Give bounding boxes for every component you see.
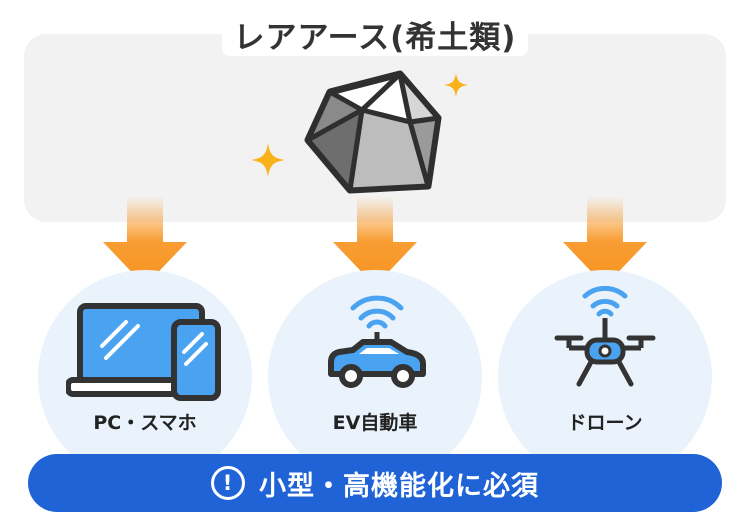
label-pc-smartphone: PC・スマホ bbox=[93, 412, 197, 434]
label-drone: ドローン bbox=[567, 412, 643, 434]
down-arrow-icon-2 bbox=[333, 196, 417, 286]
laptop-smartphone-icon bbox=[66, 303, 221, 401]
sparkle-icon-large bbox=[251, 143, 285, 177]
rare-earth-ore-icon bbox=[304, 70, 442, 194]
ev-car-wifi-icon bbox=[328, 295, 426, 388]
drone-wifi-icon bbox=[554, 286, 656, 387]
down-arrow-icon-1 bbox=[103, 196, 187, 286]
requirement-banner: ! 小型・高機能化に必須 bbox=[28, 454, 722, 512]
down-arrow-icon-3 bbox=[563, 196, 647, 286]
sparkle-icon-small bbox=[444, 73, 468, 97]
label-ev: EV自動車 bbox=[332, 412, 418, 434]
banner-text: 小型・高機能化に必須 bbox=[259, 470, 539, 502]
exclamation-circle-icon: ! bbox=[211, 466, 245, 500]
device-circle-drone bbox=[498, 270, 712, 484]
diagram-title: レアアース(希土類) bbox=[0, 12, 750, 57]
